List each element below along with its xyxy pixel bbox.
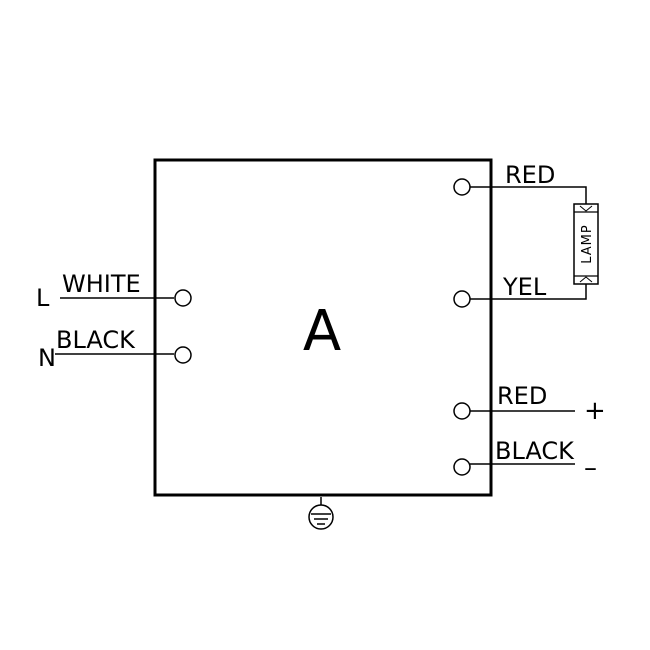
device-label: A [303,299,341,364]
side-label-l: L [36,284,50,312]
polarity-plus: + [584,396,606,426]
terminal-out-black: BLACK – [453,437,597,483]
terminal-n: N BLACK [38,326,192,372]
terminal-l: L WHITE [36,270,192,312]
wire-label-red-lamp: RED [505,161,555,189]
terminal-lamp-red: RED [453,161,587,204]
wire-label-yel: YEL [502,273,547,301]
lamp-label: LAMP [580,224,595,264]
polarity-minus: – [584,453,597,483]
side-label-n: N [38,344,56,372]
lamp-icon: LAMP [573,203,599,285]
device-box [153,158,493,497]
ground-icon [308,497,334,530]
wire-label-black-out: BLACK [495,437,575,465]
wire-label-black-in: BLACK [56,326,136,354]
terminal-lamp-yel: YEL [453,273,587,308]
terminal-out-red: RED + [453,382,606,426]
wire-label-white: WHITE [62,270,141,298]
wire-label-red-out: RED [497,382,547,410]
